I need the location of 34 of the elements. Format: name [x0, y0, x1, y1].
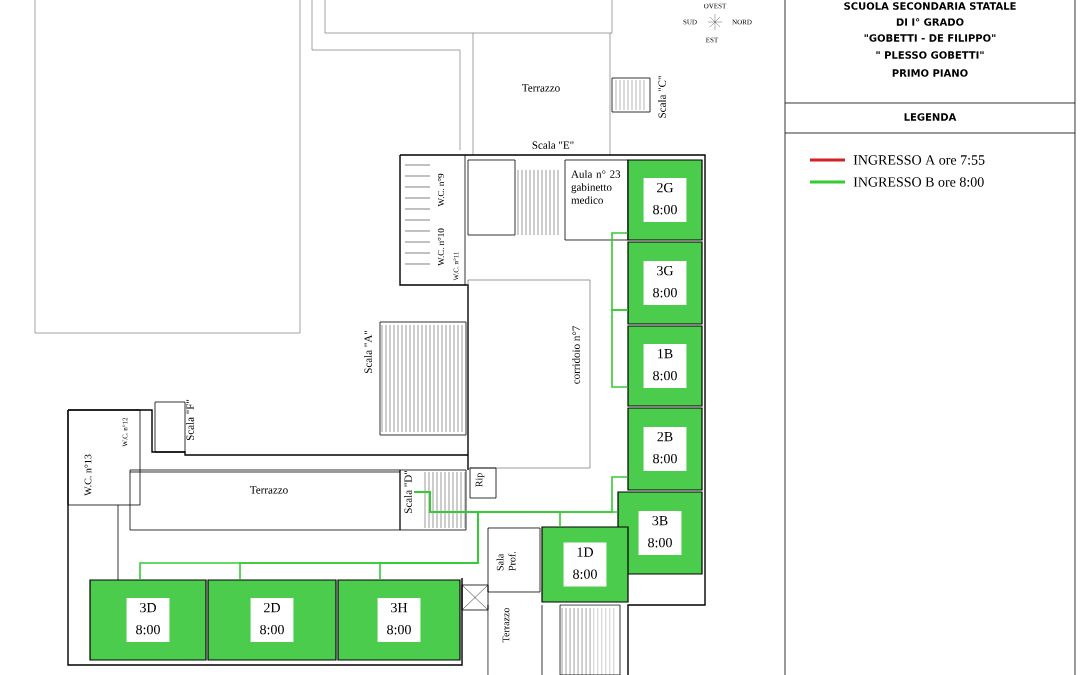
- classroom-box: 2D 8:00: [207, 579, 337, 661]
- room-label: W.C. n°10: [437, 228, 445, 266]
- route-line: [611, 232, 629, 311]
- heading-text: DI I° GRADO: [896, 18, 964, 26]
- classroom-box: 1D 8:00: [541, 526, 629, 603]
- room-label: Terrazzo: [502, 607, 510, 643]
- room-label: Scala "A": [364, 330, 372, 373]
- room-label: corridoio n°7: [572, 326, 580, 384]
- classroom-box: 3D 8:00: [89, 579, 207, 661]
- classroom-box: 2B 8:00: [627, 407, 703, 491]
- room-label: Scala "C": [658, 76, 666, 118]
- room-label: W.C. n°13: [84, 454, 92, 496]
- room-label: Terrazzo: [522, 84, 560, 92]
- legend-text: INGRESSO A ore 7:55: [853, 155, 985, 165]
- heading-text: "GOBETTI - DE FILIPPO": [864, 34, 996, 42]
- classroom-box: 2G 8:00: [627, 159, 703, 241]
- title: SCUOLA SECONDARIA STATALE: [844, 2, 1016, 10]
- heading-text: PRIMO PIANO: [892, 69, 968, 77]
- room-label: Rip: [475, 473, 485, 487]
- heading-text: LEGENDA: [904, 113, 957, 121]
- room-label: Terrazzo: [250, 486, 288, 494]
- classroom-box: 3G 8:00: [627, 241, 703, 325]
- room-label: Scala "F": [186, 399, 194, 441]
- classroom-box: 3B 8:00: [617, 491, 703, 575]
- route-line: [379, 491, 479, 581]
- room-label: W.C. n°9: [437, 173, 445, 207]
- classroom-box: 3H 8:00: [337, 579, 461, 661]
- room-label: Sala Prof.: [496, 551, 516, 571]
- legend-text: INGRESSO B ore 8:00: [853, 177, 984, 187]
- stair-label: Scala "D": [404, 470, 412, 513]
- heading-text: " PLESSO GOBETTI": [876, 51, 984, 59]
- room-label: Scala "E": [532, 141, 574, 149]
- classroom-box: 1B 8:00: [627, 325, 703, 407]
- route-line: [611, 309, 629, 388]
